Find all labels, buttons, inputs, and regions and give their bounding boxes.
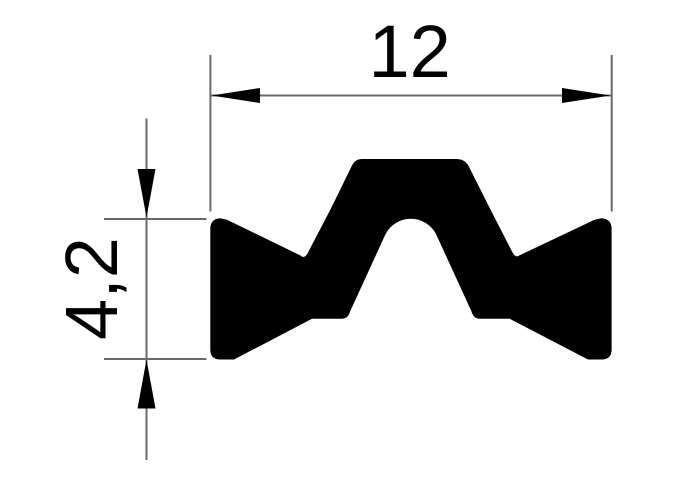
svg-text:4,2: 4,2 xyxy=(50,237,133,340)
svg-text:12: 12 xyxy=(368,10,450,93)
